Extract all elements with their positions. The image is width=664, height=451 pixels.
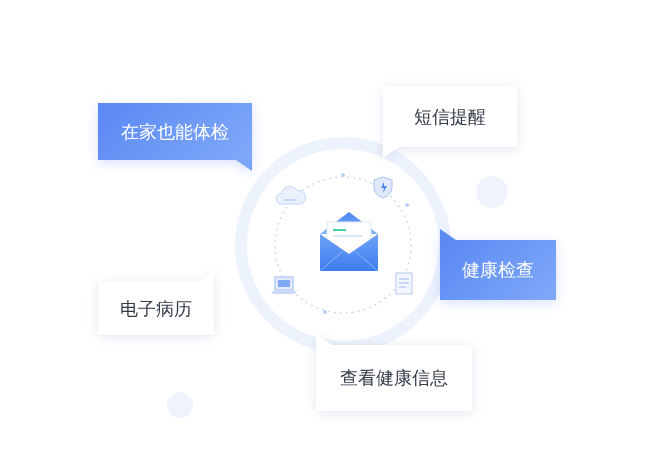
callout-text: 查看健康信息 bbox=[340, 366, 448, 390]
outer-ring bbox=[241, 143, 445, 347]
laptop-icon bbox=[271, 277, 297, 294]
document-icon bbox=[396, 273, 412, 294]
callout-text: 健康检查 bbox=[462, 258, 534, 282]
tail-shape bbox=[236, 160, 252, 171]
orbit-dot bbox=[405, 203, 409, 207]
envelope-icon bbox=[320, 212, 378, 271]
callout-text: 短信提醒 bbox=[414, 105, 486, 129]
callout-text: 在家也能体检 bbox=[121, 120, 229, 144]
deco-dot bbox=[476, 176, 508, 208]
deco-dot bbox=[167, 392, 193, 418]
callout-box: 查看健康信息 bbox=[316, 345, 472, 411]
callout-box: 短信提醒 bbox=[383, 86, 517, 147]
callout-text: 电子病历 bbox=[120, 297, 192, 321]
orbit-dot bbox=[323, 310, 327, 314]
tail-shape bbox=[316, 334, 332, 345]
tail-shape bbox=[198, 271, 214, 282]
highlight-callout: 在家也能体检 bbox=[98, 103, 252, 160]
shield-icon bbox=[374, 177, 392, 198]
tail-shape bbox=[383, 147, 399, 158]
cloud-icon bbox=[276, 187, 305, 204]
highlight-callout: 健康检查 bbox=[440, 240, 556, 300]
callout-box: 电子病历 bbox=[98, 282, 214, 335]
tail-shape bbox=[440, 229, 456, 240]
orbit-dot bbox=[341, 173, 345, 177]
